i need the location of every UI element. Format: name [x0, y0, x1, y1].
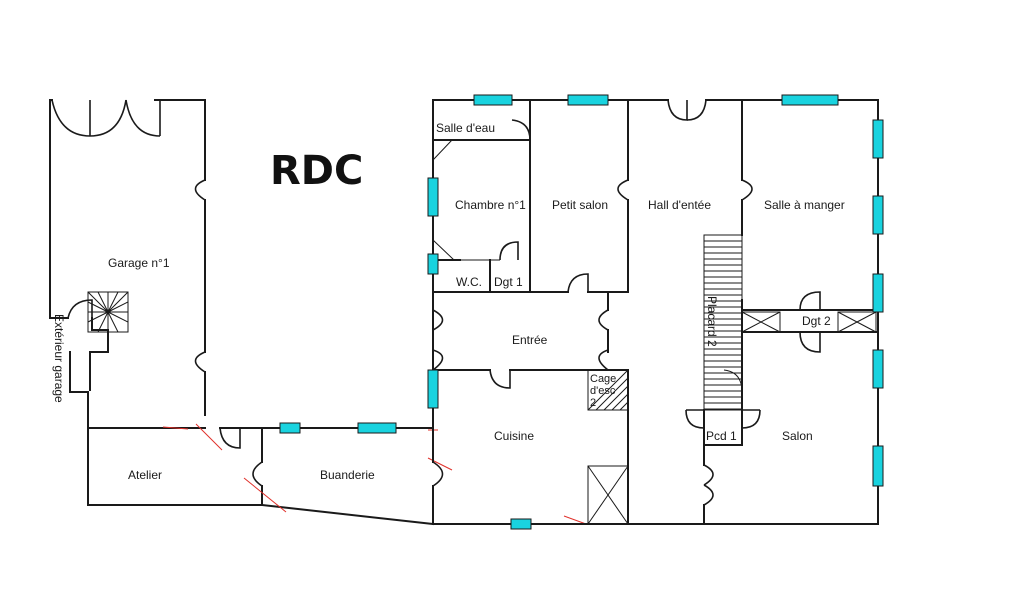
- house-doors: [432, 99, 821, 506]
- window: [872, 273, 884, 313]
- plan-title: RDC: [270, 148, 363, 194]
- label-atelier: Atelier: [128, 468, 162, 482]
- label-hall-entree: Hall d'entée: [648, 198, 711, 212]
- main-staircase: [703, 234, 743, 411]
- stair-steps: [704, 240, 742, 410]
- window: [510, 518, 532, 530]
- label-wc: W.C.: [456, 275, 482, 289]
- garage-walls: [49, 99, 435, 526]
- chambre-diagonal: [432, 139, 453, 161]
- label-pcd-1: Pcd 1: [706, 429, 737, 443]
- label-petit-salon: Petit salon: [552, 198, 608, 212]
- label-salle-eau: Salle d'eau: [436, 121, 495, 135]
- window: [427, 177, 439, 217]
- label-cage-escalier: Cage d'esc 2: [590, 373, 619, 409]
- label-entree: Entrée: [512, 333, 548, 347]
- label-dgt-1: Dgt 1: [494, 275, 523, 289]
- label-cuisine: Cuisine: [494, 429, 534, 443]
- cupboards: [587, 311, 877, 525]
- red-annotation-marks: [162, 423, 587, 525]
- window: [781, 94, 839, 106]
- label-salle-a-manger: Salle à manger: [764, 198, 845, 212]
- window: [872, 195, 884, 235]
- label-garage-1: Garage n°1: [108, 256, 170, 270]
- window: [427, 369, 439, 409]
- room-labels: Salle d'eau Chambre n°1 Petit salon Hall…: [52, 121, 845, 482]
- label-placard-2: Placard 2: [705, 296, 719, 347]
- label-buanderie: Buanderie: [320, 468, 375, 482]
- garage-spiral-stair: [87, 291, 129, 333]
- window: [473, 94, 513, 106]
- label-salon: Salon: [782, 429, 813, 443]
- windows: [279, 94, 884, 530]
- label-exterieur-garage: Extérieur garage: [52, 314, 66, 403]
- window: [872, 445, 884, 487]
- garage-top-doors: [51, 99, 263, 487]
- window: [872, 349, 884, 389]
- house-walls: [432, 99, 879, 525]
- chambre-wc-diagonal: [432, 239, 500, 261]
- label-dgt-2: Dgt 2: [802, 314, 831, 328]
- window: [427, 253, 439, 275]
- window: [357, 422, 397, 434]
- window: [872, 119, 884, 159]
- window: [567, 94, 609, 106]
- cage-stair: [587, 369, 629, 411]
- label-chambre-1: Chambre n°1: [455, 198, 526, 212]
- window: [279, 422, 301, 434]
